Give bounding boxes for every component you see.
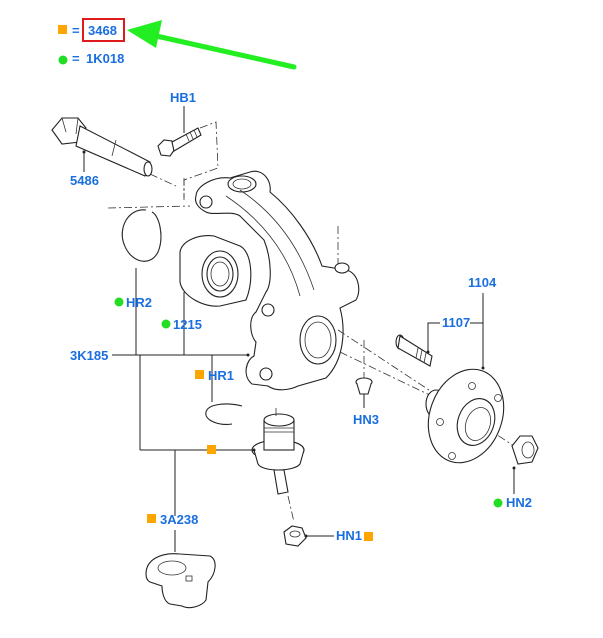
- nut-hn2[interactable]: [511, 435, 539, 465]
- plug-hn3[interactable]: [355, 377, 373, 395]
- green-circle-marker: [493, 498, 503, 508]
- bolt-hb1[interactable]: [157, 127, 202, 157]
- orange-square-marker: [364, 532, 373, 541]
- dashed-guide: [287, 495, 295, 523]
- label-hr1[interactable]: HR1: [208, 368, 234, 383]
- orange-square-marker: [207, 445, 216, 454]
- circlip-hr1[interactable]: [205, 403, 243, 425]
- legend-part-3468[interactable]: 3468: [88, 23, 117, 38]
- orange-square-marker: [58, 25, 67, 34]
- label-3k185[interactable]: 3K185: [70, 348, 108, 363]
- dashed-guide-hub: [339, 351, 441, 401]
- label-hn3[interactable]: HN3: [353, 412, 379, 427]
- label-hr2[interactable]: HR2: [126, 295, 152, 310]
- wheel-hub-1104[interactable]: [416, 359, 516, 474]
- legend-equals-2: =: [72, 51, 80, 66]
- label-5486[interactable]: 5486: [70, 173, 99, 188]
- green-arrow-icon: [127, 20, 297, 70]
- nut-hn1[interactable]: [283, 525, 307, 547]
- dashed-guide-circlip: [107, 205, 191, 209]
- legend-equals: =: [72, 23, 80, 38]
- label-1104[interactable]: 1104: [468, 275, 497, 290]
- orange-square-marker: [147, 514, 156, 523]
- green-circle-marker: [114, 297, 124, 307]
- highlight-box: [82, 18, 125, 42]
- leader-1107: [427, 322, 440, 352]
- steering-knuckle[interactable]: [194, 170, 360, 391]
- circlip-hr2[interactable]: [121, 209, 162, 262]
- green-circle-marker: [58, 55, 68, 65]
- green-circle-marker: [161, 319, 171, 329]
- orange-square-marker: [195, 370, 204, 379]
- dust-shield-3a238[interactable]: [145, 553, 216, 609]
- label-hn2[interactable]: HN2: [506, 495, 532, 510]
- legend-part-1k018[interactable]: 1K018: [86, 51, 124, 66]
- label-1107[interactable]: 1107: [442, 315, 470, 330]
- label-3a238[interactable]: 3A238: [160, 512, 198, 527]
- bolt-5486[interactable]: [51, 117, 177, 187]
- label-hn1[interactable]: HN1: [336, 528, 362, 543]
- wheel-stud-1107[interactable]: [395, 334, 433, 367]
- label-hb1[interactable]: HB1: [170, 90, 196, 105]
- label-1215[interactable]: 1215: [173, 317, 202, 332]
- ball-joint[interactable]: [251, 413, 305, 495]
- bearing-1215[interactable]: [179, 235, 252, 307]
- dashed-guide-hb1: [183, 121, 219, 200]
